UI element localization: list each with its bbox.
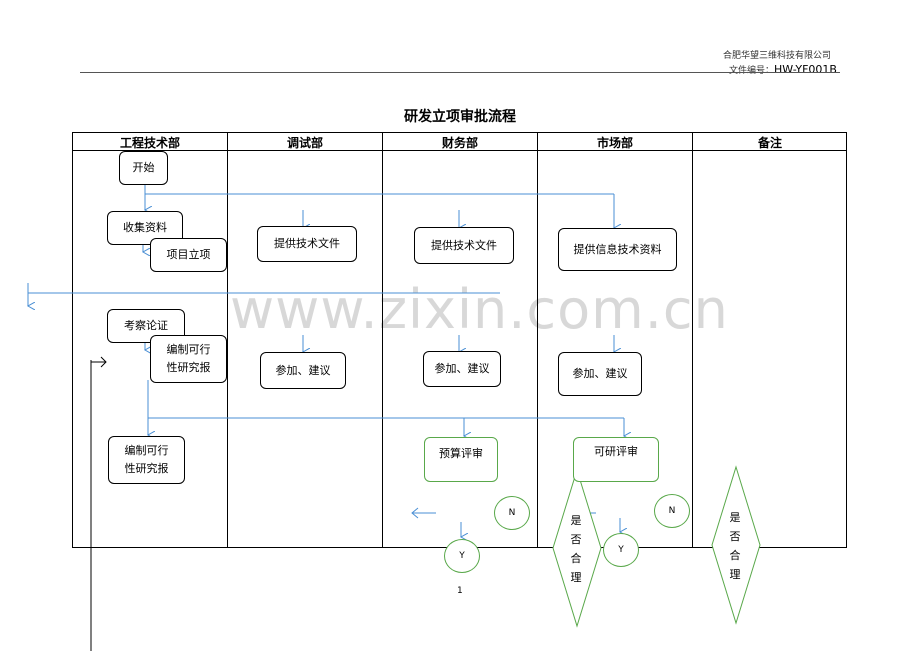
feasibility-report-node: 编制可行 性研究报 [150,335,227,383]
finance-provide-node: 提供技术文件 [414,227,514,264]
column-header-engineering: 工程技术部 [119,136,180,150]
column-divider [227,132,228,548]
feasibility-report-line1: 编制可行 [166,343,211,357]
watermark: www.zixin.com.cn [230,278,729,341]
page-title: 研发立项审批流程 [404,109,516,125]
budget-review-node: 预算评审 [424,437,498,482]
inspection-node: 考察论证 [107,309,185,343]
decision-market-text: 是 否 合 理 [569,511,583,587]
feasibility-report-line2: 性研究报 [166,361,211,374]
project-initiation-node: 项目立项 [150,238,227,272]
decision-notes-char: 合 [729,549,741,562]
column-divider [692,132,693,548]
table-header-rule [72,150,847,151]
feasibility-report-final-node: 编制可行 性研究报 [108,436,185,484]
market-no-node: N [654,494,690,528]
decision-notes-char: 是 [729,511,741,524]
decision-market-char: 合 [570,552,582,565]
column-header-notes: 备注 [757,136,782,150]
decision-market-char: 否 [570,533,582,546]
feasibility-report-final-line1: 编制可行 [124,444,169,458]
decision-market-char: 理 [570,571,582,584]
market-yes-node: Y [603,533,639,567]
market-advise-node: 参加、建议 [558,352,642,396]
column-header-finance: 财务部 [441,136,478,150]
decision-notes-text: 是 否 合 理 [728,508,742,584]
column-divider [537,132,538,548]
decision-notes-char: 否 [729,530,741,543]
debug-advise-node: 参加、建议 [260,352,346,389]
column-divider [382,132,383,548]
finance-advise-node: 参加、建议 [423,351,501,387]
debug-provide-node: 提供技术文件 [257,226,357,262]
decision-notes-char: 理 [729,568,741,581]
page-number: 1 [457,586,463,596]
decision-market-char: 是 [570,514,582,527]
header-rule [80,72,840,73]
column-header-market: 市场部 [596,136,633,150]
feasibility-report-final-line2: 性研究报 [124,462,169,475]
decision-diamond-market [552,468,602,628]
column-header-debug: 调试部 [286,136,323,150]
feasibility-review-node: 可研评审 [573,437,659,482]
decision-diamond-notes [711,465,761,625]
finance-yes-node: Y [444,539,480,573]
market-provide-node: 提供信息技术资料 [558,228,677,271]
document-number-label: 文件编号： [729,66,775,76]
start-node: 开始 [119,151,168,185]
finance-no-node: N [494,496,530,530]
company-name: 合肥华望三维科技有限公司 [723,51,832,61]
